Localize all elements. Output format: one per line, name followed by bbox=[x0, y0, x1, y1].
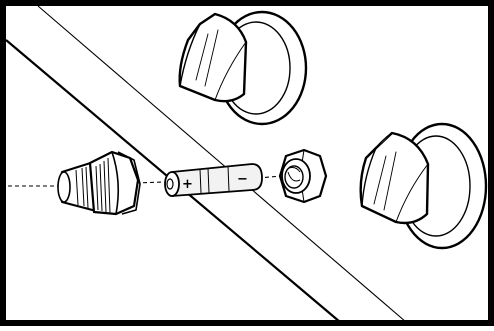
control-knob-top bbox=[178, 10, 308, 126]
battery-aa bbox=[164, 163, 263, 197]
battery-negative-label: − bbox=[237, 172, 248, 187]
battery-holder-nut bbox=[278, 148, 328, 204]
battery-positive-label: + bbox=[182, 177, 193, 192]
control-knob-right bbox=[359, 122, 488, 250]
assembly-axis-line bbox=[8, 175, 283, 187]
ignition-button-cap bbox=[57, 150, 141, 216]
